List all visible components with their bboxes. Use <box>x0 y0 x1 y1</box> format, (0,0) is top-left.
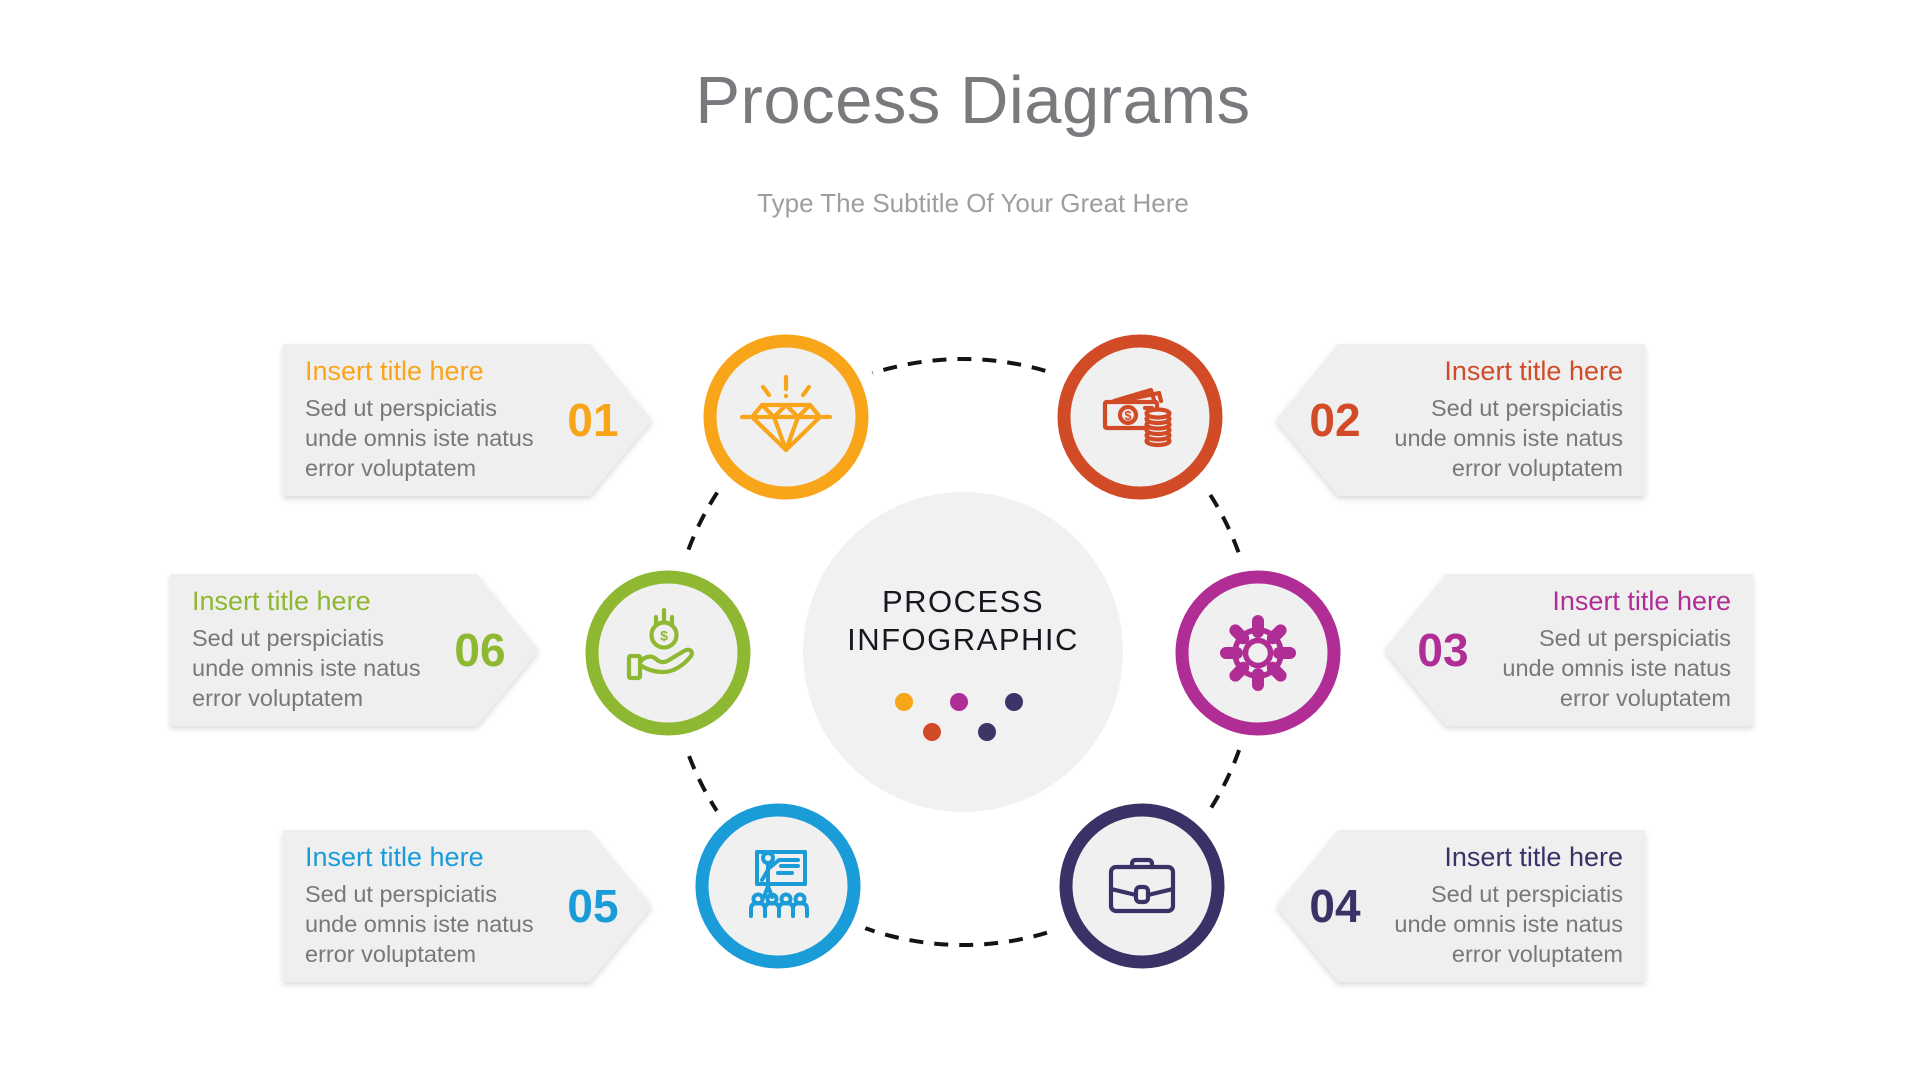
center-circle <box>803 492 1123 812</box>
step-6-callout: Insert title here Sed ut perspiciatis un… <box>170 574 539 726</box>
step-1-body: Sed ut perspiciatis unde omnis iste natu… <box>305 395 534 481</box>
hand-coin-icon: $ <box>626 607 694 681</box>
center-title-line1: PROCESS <box>882 584 1044 619</box>
step-2-circle <box>1057 334 1223 500</box>
dollar-glyph: $ <box>660 628 668 644</box>
dot <box>950 693 968 711</box>
step-2-number: 02 <box>1309 394 1361 446</box>
step-5-callout: Insert title here Sed ut perspiciatis un… <box>283 830 652 982</box>
step-6-body: Sed ut perspiciatis unde omnis iste natu… <box>192 625 421 711</box>
step-6-number: 06 <box>454 624 506 676</box>
callout-arrow-shape: Insert title here Sed ut perspiciatis un… <box>283 344 652 496</box>
step-3-body: Sed ut perspiciatis unde omnis iste natu… <box>1502 625 1731 711</box>
money-icon: $ <box>1102 387 1172 448</box>
presentation-icon <box>749 850 809 918</box>
step-6-circle <box>585 570 751 736</box>
step-4-number: 04 <box>1309 880 1361 932</box>
step-4-callout: Insert title here Sed ut perspiciatis un… <box>1276 830 1645 982</box>
step-1-title: Insert title here <box>305 356 484 386</box>
step-5-title: Insert title here <box>305 842 484 872</box>
callout-arrow-shape: Insert title here Sed ut perspiciatis un… <box>1276 830 1645 982</box>
center-title-line2: INFOGRAPHIC <box>847 622 1079 657</box>
callout-arrow-shape: Insert title here Sed ut perspiciatis un… <box>170 574 539 726</box>
callout-arrow-shape: Insert title here Sed ut perspiciatis un… <box>1276 344 1645 496</box>
callout-arrow-shape: Insert title here Sed ut perspiciatis un… <box>283 830 652 982</box>
step-2-body: Sed ut perspiciatis unde omnis iste natu… <box>1394 395 1623 481</box>
step-4-body: Sed ut perspiciatis unde omnis iste natu… <box>1394 881 1623 967</box>
dot <box>1005 693 1023 711</box>
step-1-callout: Insert title here Sed ut perspiciatis un… <box>283 344 652 496</box>
briefcase-icon <box>1108 857 1176 914</box>
step-6-title: Insert title here <box>192 586 371 616</box>
step-5-number: 05 <box>567 880 619 932</box>
step-4-title: Insert title here <box>1444 842 1623 872</box>
dot <box>923 723 941 741</box>
step-2-title: Insert title here <box>1444 356 1623 386</box>
step-3-callout: Insert title here Sed ut perspiciatis un… <box>1384 574 1753 726</box>
step-3-title: Insert title here <box>1552 586 1731 616</box>
step-1-number: 01 <box>567 394 619 446</box>
callout-arrow-shape: Insert title here Sed ut perspiciatis un… <box>1384 574 1753 726</box>
center-dots <box>895 693 1023 741</box>
step-3-number: 03 <box>1417 624 1469 676</box>
step-5-body: Sed ut perspiciatis unde omnis iste natu… <box>305 881 534 967</box>
gear-icon <box>1220 615 1296 691</box>
page-title: Process Diagrams <box>695 63 1251 138</box>
dollar-glyph: $ <box>1124 408 1132 423</box>
dot <box>978 723 996 741</box>
page-subtitle: Type The Subtitle Of Your Great Here <box>757 188 1189 218</box>
step-2-callout: Insert title here Sed ut perspiciatis un… <box>1276 344 1645 496</box>
diamond-icon <box>739 374 833 453</box>
dot <box>895 693 913 711</box>
